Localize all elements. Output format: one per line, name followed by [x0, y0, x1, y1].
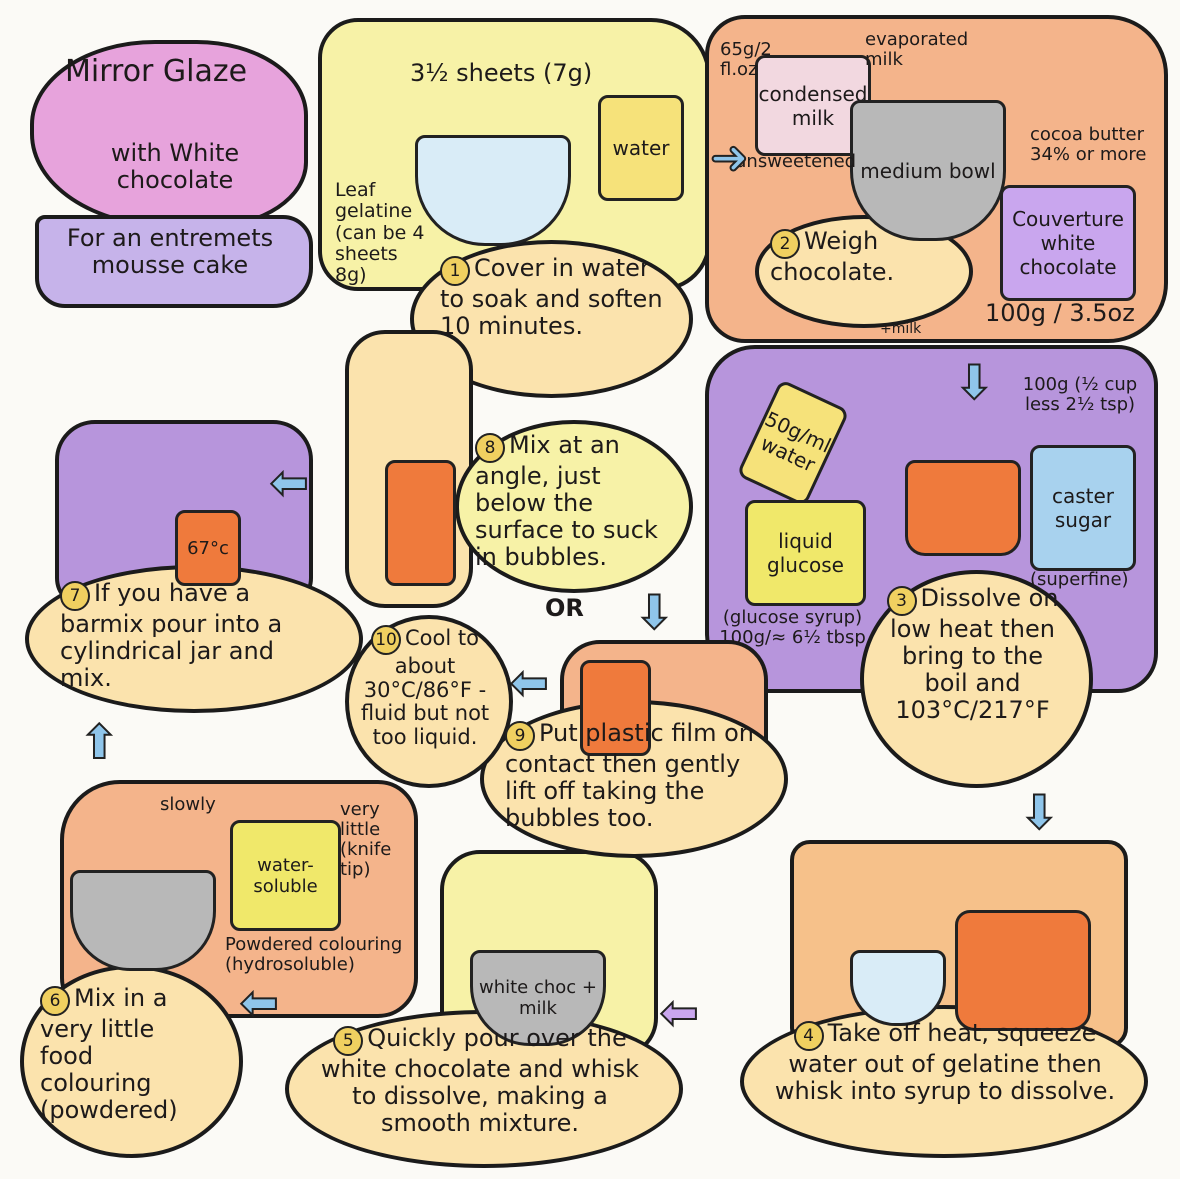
- slowly-note: slowly: [160, 794, 216, 815]
- little-note: very little (knife tip): [340, 799, 392, 881]
- subtitle-blob: [35, 215, 313, 308]
- can-label: condensed milk: [758, 81, 868, 130]
- step8-bubble: [455, 420, 693, 593]
- jar-with-film: [580, 660, 651, 756]
- milk-note: +milk: [880, 321, 922, 337]
- arrow-up-icon: ⬆: [79, 714, 120, 770]
- unsweetened-note: unsweetened: [735, 151, 857, 172]
- evaporated-note: evaporated milk: [865, 29, 969, 71]
- step-number: 5: [333, 1026, 364, 1056]
- step-text: Cool to about 30°C/86°F - fluid but not …: [360, 626, 490, 749]
- milk-measure: 65g/2 fl.oz: [720, 39, 772, 81]
- sugar-amount: 100g (½ cup less 2½ tsp): [1022, 374, 1138, 416]
- subtitle: For an entremets mousse cake: [66, 224, 274, 279]
- water-label: 50g/ml water: [757, 406, 835, 477]
- arrow-left-icon: ⬅: [509, 654, 550, 710]
- water-label: water: [612, 136, 670, 160]
- arrow-left-icon: ⬅: [659, 984, 700, 1040]
- colouring-jar: water-soluble: [230, 820, 341, 931]
- caster-sugar-jar: caster sugar: [1030, 445, 1136, 571]
- arrow-down-icon: ⬇: [954, 354, 995, 410]
- arrow-down-icon: ⬇: [634, 584, 675, 640]
- step-text: Mix in a very little food colouring (pow…: [40, 984, 178, 1124]
- gelatine-note: Leaf gelatine (can be 4 sheets 8g): [335, 179, 425, 287]
- white-chocolate-bowl: white choc + milk: [470, 950, 606, 1046]
- cocoa-note: cocoa butter 34% or more: [1030, 124, 1147, 166]
- step-text: Put plastic film on contact then gently …: [505, 719, 755, 832]
- step-number: 8: [475, 433, 505, 463]
- mixing-bowl: [70, 870, 216, 971]
- colouring-note: Powdered colouring (hydrosoluble): [225, 934, 403, 976]
- saucepan: [905, 460, 1021, 556]
- step-number: 10: [371, 625, 402, 655]
- arrow-down-icon: ⬇: [1019, 784, 1060, 840]
- step-number: 1: [440, 256, 470, 286]
- gelatine-bowl: [850, 950, 946, 1026]
- step-text: Mix at an angle, just below the surface …: [475, 431, 658, 571]
- jar-label: 67°c: [187, 537, 229, 559]
- jar-label: water-soluble: [253, 854, 318, 897]
- sugar-label: caster sugar: [1051, 484, 1115, 532]
- title-line2: with White chocolate: [110, 139, 240, 194]
- step-number: 6: [40, 986, 70, 1016]
- step-text: Quickly pour over the white chocolate an…: [320, 1024, 640, 1137]
- white-chocolate-bag: Couverture white chocolate: [1000, 185, 1136, 301]
- liquid-glucose-jar: liquid glucose: [745, 500, 866, 606]
- glucose-note: (glucose syrup) 100g/≈ 6½ tbsp: [719, 607, 866, 649]
- bowl-label: white choc + milk: [478, 977, 597, 1019]
- jar-with-barmix: [385, 460, 456, 586]
- water-bottle: water: [598, 95, 684, 201]
- gelatine-amount: 3½ sheets (7g): [410, 59, 593, 87]
- step-number: 3: [886, 586, 917, 616]
- step-number: 9: [505, 721, 535, 751]
- arrow-right-icon: ➜: [709, 129, 750, 185]
- title: Mirror Glaze: [65, 54, 248, 89]
- medium-bowl: medium bowl: [850, 100, 1006, 241]
- saucepan: [955, 910, 1091, 1031]
- step-text: Cover in water to soak and soften 10 min…: [440, 254, 663, 340]
- step-number: 7: [60, 581, 90, 611]
- step-text: Take off heat, squeeze water out of gela…: [774, 1019, 1116, 1105]
- chocolate-weight: 100g / 3.5oz: [985, 299, 1135, 327]
- step-text: Weigh chocolate.: [770, 227, 895, 286]
- step-number: 4: [793, 1021, 824, 1051]
- step-text: Dissolve on low heat then bring to the b…: [890, 584, 1059, 724]
- arrow-left-icon: ⬅: [239, 974, 280, 1030]
- chocolate-label: Couverture white chocolate: [1012, 207, 1124, 279]
- step-number: 2: [770, 229, 800, 259]
- step-text: If you have a barmix pour into a cylindr…: [60, 579, 283, 692]
- bowl-label: medium bowl: [860, 158, 996, 183]
- arrow-left-icon: ⬅: [269, 454, 310, 510]
- superfine-note: (superfine): [1030, 569, 1129, 590]
- glucose-label: liquid glucose: [767, 529, 844, 577]
- or-label: OR: [545, 594, 584, 622]
- glaze-jar: 67°c: [175, 510, 241, 586]
- title-blob: [30, 40, 308, 228]
